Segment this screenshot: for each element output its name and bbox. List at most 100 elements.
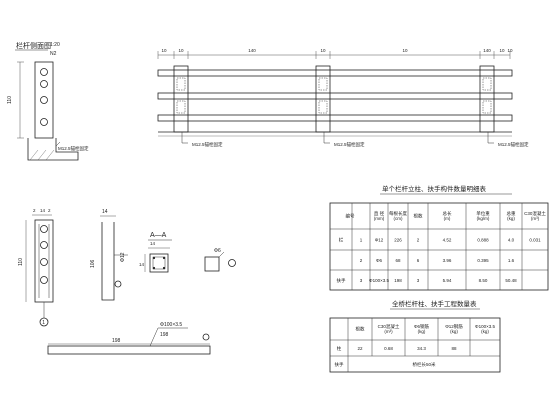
table1-cell: 68 — [395, 258, 401, 263]
handrail-label-top: Φ100×3.5 — [160, 322, 182, 328]
table1-header-cell: 每根长度(cm) — [389, 210, 407, 221]
post-height-dim: 110 — [18, 258, 24, 266]
section-title: A—A — [150, 232, 167, 239]
rail-top — [157, 69, 513, 77]
table1-cell: 4.52 — [443, 237, 452, 242]
table2-title: 全桥栏杆柱、扶手工程数量表 — [392, 299, 477, 308]
side-anchor-note: M12.5锚栓固定 — [58, 145, 89, 152]
handrail-bar — [47, 345, 211, 355]
bar-shape — [101, 222, 115, 301]
side-hole-3 — [40, 96, 48, 104]
elevation-anchor-note-1: M12.5锚栓固定 — [192, 141, 223, 148]
table-2: 全桥栏杆柱、扶手工程数量表 根数C30混凝土(m³)Φ6钢筋(kg)Φ12钢筋(… — [329, 299, 501, 373]
table1-header-cell: 编号 — [346, 213, 355, 220]
side-post — [34, 61, 54, 139]
table2-header-cell: C30混凝土(m³) — [378, 323, 400, 334]
table1-cell: 3.96 — [443, 258, 452, 263]
table1-cell: Φ100×3.5 — [369, 278, 389, 283]
side-hole-4 — [40, 118, 48, 126]
table1-cells: 编号直 径(mm)每根长度(cm)根数总长(m)单位重(kg/m)总重(kg)C… — [337, 210, 547, 284]
elev-dim-label: 140 — [248, 48, 256, 53]
table1-title: 单个栏杆立柱、扶手构件数量明细表 — [382, 184, 487, 193]
table1-header-cell: 单位重(kg/m) — [476, 210, 490, 221]
table1-cell: 3 — [417, 278, 420, 283]
table2-header-cell: Φ100×3.5(kg) — [475, 324, 495, 334]
side-hole-2 — [40, 80, 48, 88]
bar-length: 106 — [90, 259, 96, 268]
post-marker: 1 — [42, 320, 45, 326]
table2-cell: 88 — [451, 346, 457, 351]
table1-cell: 198 — [394, 278, 402, 283]
side-view-scale-sub: N2 — [50, 51, 57, 57]
table2-cells: 根数C30混凝土(m³)Φ6钢筋(kg)Φ12钢筋(kg)Φ100×3.5(kg… — [335, 323, 496, 368]
table2-cell: 0.68 — [384, 346, 393, 351]
table1-cell: 扶手 — [337, 277, 346, 284]
elev-dim-label: 140 — [483, 48, 491, 53]
table1-cell: 0.888 — [477, 237, 489, 242]
table1-cell: 0.395 — [477, 258, 489, 263]
elevation-dim-ticks — [157, 51, 511, 59]
post-dim-left: 2 — [33, 208, 36, 213]
elevation-anchor-note-2: M12.5锚栓固定 — [334, 141, 365, 148]
side-hole-1 — [40, 68, 48, 76]
table2-cell: 桥栏长50米 — [412, 361, 436, 368]
table1-cell: 0.031 — [529, 237, 541, 242]
table1-cell: 2 — [417, 237, 420, 242]
elev-dim-label: 10 — [507, 48, 513, 53]
table2-border — [329, 317, 501, 373]
table1-header-cell: 总重(kg) — [507, 210, 516, 221]
table1-cell: 栏 — [339, 236, 344, 243]
elevation-anchor-note-3: M12.5锚栓固定 — [498, 141, 529, 148]
elev-dim-label: 10 — [402, 48, 408, 53]
table2-cell: 扶手 — [335, 361, 344, 368]
handrail-dim: 198 — [112, 338, 121, 344]
stirrup-label: Φ6 — [214, 248, 221, 254]
handrail-label-bottom: 198 — [160, 332, 169, 338]
table2-grid — [329, 317, 501, 373]
table1-cell: 6 — [417, 258, 420, 263]
bar-marker — [114, 280, 122, 288]
table2-cell: 22 — [357, 346, 363, 351]
table-1: 单个栏杆立柱、扶手构件数量明细表 编号直 径(mm)每根长度(cm)根数总长(m… — [329, 184, 549, 291]
table1-border — [329, 202, 549, 291]
section-box — [149, 253, 169, 273]
table1-cell: Φ12 — [375, 237, 384, 242]
section-dim-top: 14 — [150, 241, 156, 246]
section-dim-left: 14 — [139, 262, 145, 267]
table1-cell: 226 — [394, 237, 402, 242]
table1-cell: 4.0 — [508, 237, 515, 242]
elev-dim-label: 10 — [499, 48, 505, 53]
table1-cell: 8.50 — [479, 278, 488, 283]
table1-cell: 2 — [360, 258, 363, 263]
table2-header-cell: Φ6钢筋(kg) — [414, 323, 430, 334]
table1-grid — [329, 202, 549, 291]
table1-cell: 50.48 — [505, 278, 517, 283]
side-view-title: 栏杆侧面图 — [16, 41, 51, 50]
handrail-detail: 198 Φ100×3.5 198 — [47, 322, 211, 355]
table1-cell: 1.6 — [508, 258, 515, 263]
table1-header-cell: 根数 — [414, 213, 423, 220]
stirrup-shape — [204, 256, 220, 272]
stirrup-detail: Φ6 — [204, 248, 236, 272]
post-detail: 2 14 2 110 1 — [18, 208, 54, 327]
post-dim-mid: 14 — [40, 208, 46, 213]
table1-cell: 1 — [360, 237, 363, 242]
table2-header-cell: 根数 — [356, 326, 365, 333]
elev-dim-label: 10 — [161, 48, 167, 53]
table1-cell: Φ6 — [376, 258, 383, 263]
post-marker-circle — [39, 317, 49, 327]
elev-dim-label: 10 — [178, 48, 184, 53]
side-curb — [27, 138, 79, 161]
section-aa: A—A 14 14 — [139, 232, 172, 273]
side-view: 栏杆侧面图 1:20 N2 110 M12.5锚栓固定 — [7, 41, 89, 161]
side-height-dim: 110 — [7, 96, 13, 104]
rail-bottom — [157, 114, 513, 122]
bar-top-dim: 14 — [102, 209, 108, 215]
table1-cell: 3 — [360, 278, 363, 283]
post-dim-right: 2 — [48, 208, 51, 213]
bar-detail: 14 106 Φ12 — [90, 209, 128, 301]
table2-cell: 柱 — [337, 345, 342, 352]
